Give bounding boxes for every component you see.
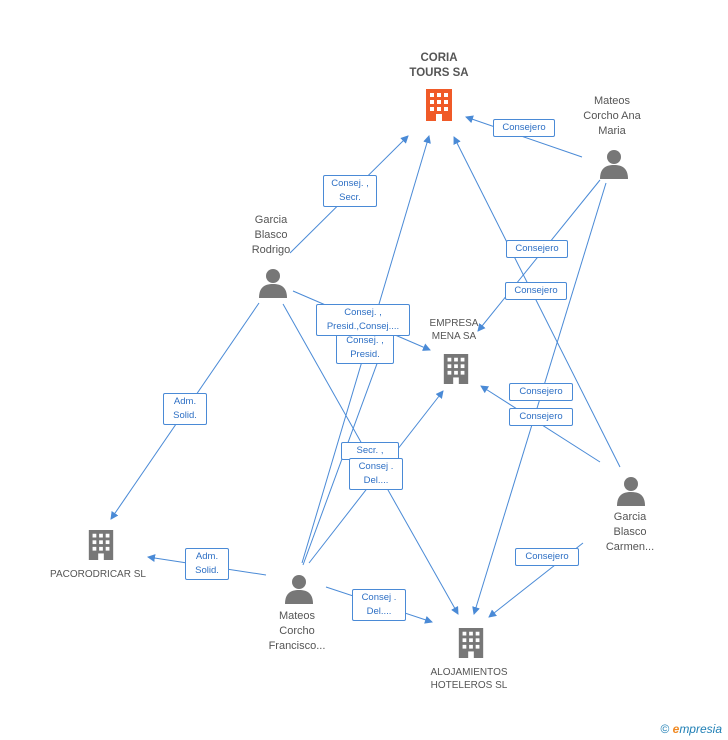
edge-label-line: Consejero (514, 285, 558, 296)
edge-label-line: Presid. (350, 349, 380, 360)
alojamientos-label[interactable]: ALOJAMIENTOS HOTELEROS SL (414, 666, 524, 692)
pacorodricar-building-icon[interactable] (86, 528, 116, 562)
edge-label-consej-presid[interactable]: Consej. , Presid. (336, 332, 394, 364)
empresa-mena-building-icon[interactable] (441, 352, 471, 386)
mateos-francisco-label-line: Mateos (278, 610, 316, 622)
mateos-francisco-label-line: Francisco... (268, 640, 326, 652)
empresa-mena-label-line: EMPRESA (429, 318, 479, 329)
edge-label-consej-del-a[interactable]: Consej . Del.... (349, 458, 403, 490)
mateos-francisco-label[interactable]: Mateos Corcho Francisco... (251, 609, 343, 654)
garcia-rodrigo-label-line: Rodrigo (251, 244, 291, 256)
coria-label-line: CORIA (420, 52, 458, 64)
person-icon (285, 575, 313, 604)
building-icon (443, 354, 469, 384)
garcia-carmen-label-line: Garcia (613, 511, 647, 523)
edge-label-line: Consej. , (331, 178, 369, 189)
edge-label-line: Solid. (195, 565, 219, 576)
edge-label-consejero-b[interactable]: Consejero (505, 282, 567, 300)
edge-label-line: Solid. (173, 410, 197, 421)
edge-label-adm-francisco[interactable]: Adm. Solid. (185, 548, 229, 580)
alojamientos-label-line: ALOJAMIENTOS (430, 667, 508, 678)
garcia-rodrigo-label-line: Blasco (254, 229, 288, 241)
alojamientos-building-icon[interactable] (456, 626, 486, 660)
coria-label-line: TOURS SA (409, 67, 469, 79)
garcia-carmen-label[interactable]: Garcia Blasco Carmen... (590, 510, 670, 555)
edge-label-line: Consej . (358, 461, 394, 472)
footer-brand: © empresia (660, 722, 722, 736)
empresa-mena-label[interactable]: EMPRESA MENA SA (414, 317, 494, 343)
edge-label-consejero-e[interactable]: Consejero (515, 548, 579, 566)
edge-label-line: Adm. (195, 551, 219, 562)
mateos-ana-person-icon[interactable] (598, 148, 630, 180)
mateos-francisco-person-icon[interactable] (283, 573, 315, 605)
garcia-rodrigo-label[interactable]: Garcia Blasco Rodrigo (231, 213, 311, 258)
edge-label-line: Consej . (361, 592, 397, 603)
mateos-ana-label-line: Corcho Ana (583, 110, 641, 122)
coria-label[interactable]: CORIA TOURS SA (387, 51, 491, 81)
edge-label-line: Del.... (366, 606, 392, 617)
edge-label-line: Consejero (502, 122, 546, 133)
person-icon (617, 477, 645, 506)
edge-carmen-to-coria (453, 136, 621, 468)
garcia-carmen-person-icon[interactable] (615, 475, 647, 507)
edge-label-line: Secr. , (356, 445, 384, 456)
edge-label-line: Consej. , (346, 335, 384, 346)
edge-label-consej-del-b[interactable]: Consej . Del.... (352, 589, 406, 621)
building-icon (458, 628, 484, 658)
edge-label-ana-coria[interactable]: Consejero (493, 119, 555, 137)
garcia-carmen-label-line: Blasco (613, 526, 647, 538)
edge-ana-to-coria (465, 115, 583, 158)
edge-label-line: Consejero (515, 243, 559, 254)
edge-label-line: Consej. , (344, 307, 382, 318)
mateos-ana-label[interactable]: Mateos Corcho Ana Maria (566, 94, 658, 139)
edge-label-line: Consejero (519, 411, 563, 422)
edge-label-consejero-a[interactable]: Consejero (506, 240, 568, 258)
edge-label-line: Adm. (173, 396, 197, 407)
edge-label-line: Del.... (363, 475, 389, 486)
coria-building-icon[interactable] (423, 87, 455, 123)
alojamientos-label-line: HOTELEROS SL (430, 680, 508, 691)
edge-label-adm-rodrigo[interactable]: Adm. Solid. (163, 393, 207, 425)
edge-label-consejero-d[interactable]: Consejero (509, 408, 573, 426)
edge-label-rodrigo-coria[interactable]: Consej. , Secr. (323, 175, 377, 207)
person-icon (259, 269, 287, 298)
person-icon (600, 150, 628, 179)
edge-label-presid-consej[interactable]: Consej. , Presid.,Consej.... (316, 304, 410, 336)
pacorodricar-label-line: PACORODRICAR SL (50, 569, 146, 580)
copyright-symbol: © (660, 722, 670, 736)
building-icon (88, 530, 114, 560)
pacorodricar-label[interactable]: PACORODRICAR SL (38, 568, 158, 581)
mateos-ana-label-line: Mateos (593, 95, 631, 107)
empresa-mena-label-line: MENA SA (431, 331, 477, 342)
building-icon (426, 89, 452, 121)
edge-label-line: Consejero (525, 551, 569, 562)
mateos-ana-label-line: Maria (598, 125, 626, 137)
edge-label-line: Consejero (519, 386, 563, 397)
brand-logo-text: mpresia (679, 722, 722, 736)
garcia-rodrigo-label-line: Garcia (254, 214, 288, 226)
edge-label-line: Presid.,Consej.... (326, 321, 400, 332)
garcia-carmen-label-line: Carmen... (605, 541, 655, 553)
brand-logo-initial: e (672, 722, 680, 736)
mateos-francisco-label-line: Corcho (279, 625, 315, 637)
garcia-rodrigo-person-icon[interactable] (257, 267, 289, 299)
edge-label-consejero-c[interactable]: Consejero (509, 383, 573, 401)
edge-label-line: Secr. (339, 192, 361, 203)
